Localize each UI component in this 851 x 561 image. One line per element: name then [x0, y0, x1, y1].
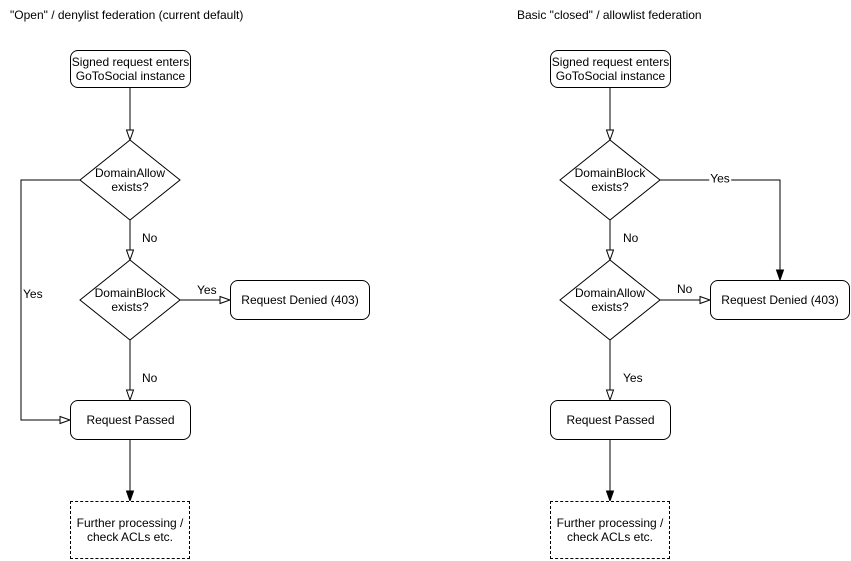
- right-entry-node: Signed request enters GoToSocial instanc…: [550, 50, 671, 88]
- left-denied-node: Request Denied (403): [230, 280, 370, 320]
- left-block-no-label: No: [141, 371, 159, 385]
- right-allow-no-label: No: [676, 282, 694, 296]
- left-chart-title: "Open" / denylist federation (current de…: [10, 8, 244, 22]
- right-further-node: Further processing / check ACLs etc.: [550, 501, 670, 559]
- left-allow-yes-arrow: [20, 179, 80, 420]
- right-block-no-label: No: [622, 231, 640, 245]
- right-allow-yes-label: Yes: [622, 371, 644, 385]
- right-domainblock-diamond: [559, 139, 661, 221]
- left-allow-yes-label: Yes: [22, 287, 44, 301]
- left-block-yes-label: Yes: [196, 283, 218, 297]
- right-domainallow-diamond: [559, 259, 661, 341]
- right-passed-node: Request Passed: [550, 400, 671, 440]
- left-allow-no-label: No: [141, 231, 159, 245]
- right-chart-title: Basic "closed" / allowlist federation: [517, 8, 702, 22]
- left-domainallow-diamond: [79, 139, 181, 221]
- left-further-node: Further processing / check ACLs etc.: [70, 501, 190, 559]
- right-block-yes-label: Yes: [709, 171, 731, 186]
- left-domainblock-diamond: [79, 259, 181, 341]
- left-passed-node: Request Passed: [70, 400, 191, 440]
- right-block-yes-arrow: [660, 179, 780, 280]
- left-entry-node: Signed request enters GoToSocial instanc…: [70, 50, 191, 88]
- right-denied-node: Request Denied (403): [710, 280, 850, 320]
